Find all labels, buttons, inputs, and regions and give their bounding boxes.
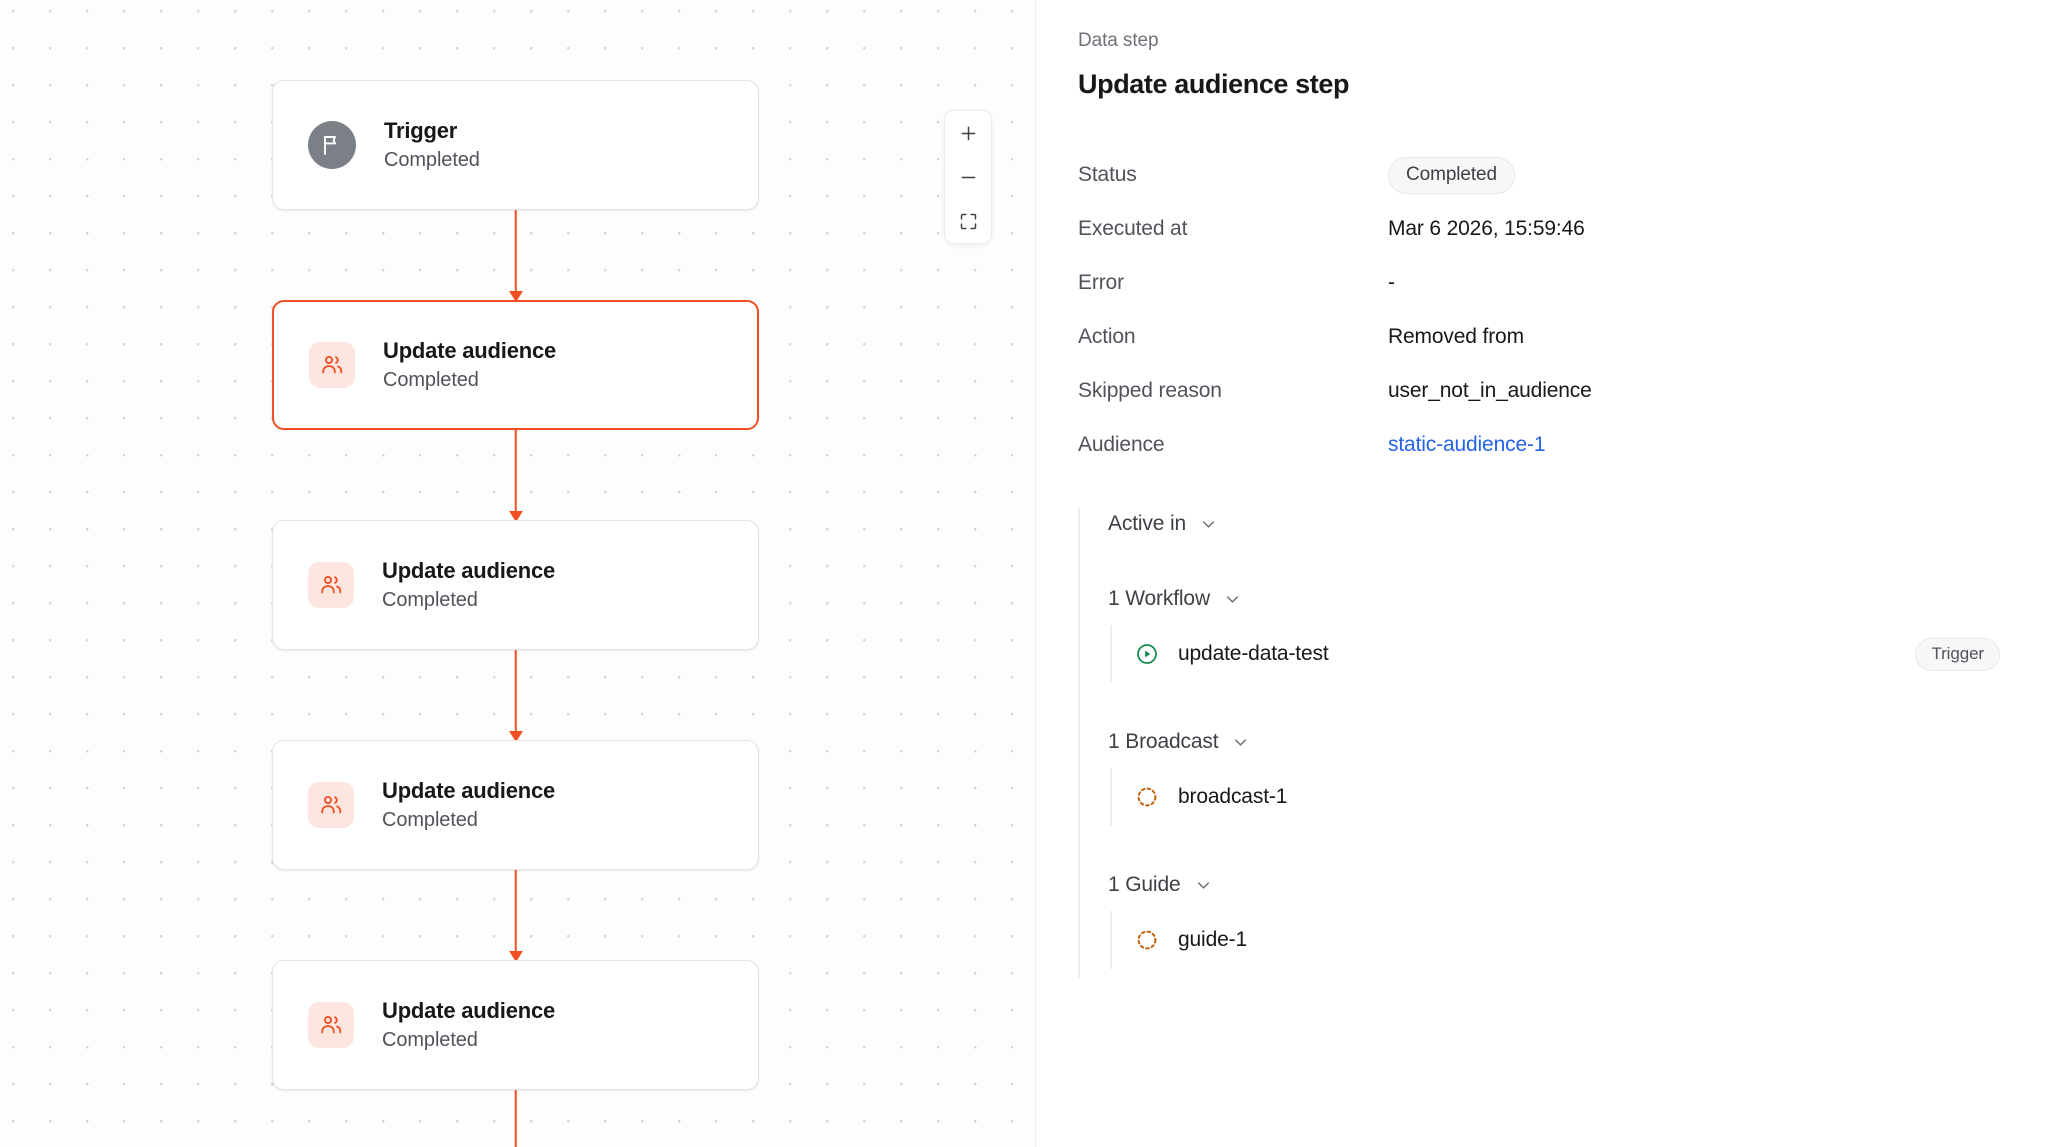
connector-arrow [508,291,523,302]
flow-node-title: Update audience [382,558,556,583]
flow-node-title: Update audience [382,778,556,803]
workflow-canvas[interactable]: Trigger Completed [0,0,1036,1147]
group-toggle-broadcast[interactable]: 1 Broadcast [1108,726,2000,758]
group-toggle-workflow[interactable]: 1 Workflow [1108,583,2000,615]
chevron-down-icon [1199,515,1218,534]
chevron-down-icon [1231,733,1250,752]
field-value: Removed from [1388,325,1524,348]
status-badge: Completed [1388,156,1515,194]
flow-node-update-audience-2[interactable]: Update audience Completed [272,520,759,650]
field-row-executed-at: Executed at Mar 6 2026, 15:59:46 [1078,202,2000,256]
flow-connector [272,870,759,962]
field-row-audience: Audience static-audience-1 [1078,418,2000,472]
step-fields: Status Completed Executed at Mar 6 2026,… [1078,148,2000,472]
active-in-group-guide: 1 Guide guide-1 [1108,869,2000,969]
fit-view-icon[interactable] [945,199,991,243]
field-label: Error [1078,271,1124,294]
connector-line [514,430,517,520]
chevron-down-icon [1194,876,1213,895]
list-item[interactable]: update-data-test Trigger [1110,625,2000,683]
canvas-zoom-controls[interactable] [944,110,992,244]
flow-connector [272,430,759,522]
panel-eyebrow: Data step [1078,30,1159,51]
flow-node-text: Trigger Completed [384,118,480,172]
field-row-status: Status Completed [1078,148,2000,202]
flow-node-title: Trigger [384,118,458,143]
active-in-toggle[interactable]: Active in [1108,508,2000,540]
field-value: user_not_in_audience [1388,379,1592,402]
connector-line [514,650,517,740]
users-icon [308,782,354,828]
group-label: 1 Workflow [1108,587,1210,610]
flow-node-status: Completed [382,1029,478,1051]
field-row-action: Action Removed from [1078,310,2000,364]
page-title: Update audience step [1078,69,1350,99]
active-in-section: Active in 1 Workflow [1078,508,2000,979]
entity-name: update-data-test [1178,642,1329,665]
field-label: Action [1078,325,1136,348]
group-label: 1 Broadcast [1108,730,1219,753]
field-value: Mar 6 2026, 15:59:46 [1388,217,1585,240]
field-label: Skipped reason [1078,379,1222,402]
field-label: Audience [1078,433,1165,456]
flow-node-status: Completed [382,809,478,831]
status-badge: Trigger [1915,637,2000,671]
list-item[interactable]: broadcast-1 [1110,768,2000,826]
active-in-label: Active in [1108,512,1187,535]
connector-line [514,870,517,960]
flow-node-text: Update audience Completed [382,778,555,832]
flow-node-title: Update audience [383,338,557,363]
flow-node-text: Update audience Completed [382,558,555,612]
group-label: 1 Guide [1108,873,1181,896]
flow-node-title: Update audience [382,998,556,1023]
users-icon [309,342,355,388]
field-row-skipped-reason: Skipped reason user_not_in_audience [1078,364,2000,418]
flow-node-status: Completed [382,589,478,611]
chevron-down-icon [1223,590,1242,609]
connector-arrow [508,951,523,962]
group-items: broadcast-1 [1108,768,2000,826]
flow-node-text: Update audience Completed [382,998,555,1052]
zoom-out-button[interactable] [945,155,991,199]
flow-node-update-audience-4[interactable]: Update audience Completed [272,960,759,1090]
list-item[interactable]: guide-1 [1110,911,2000,969]
active-in-group-workflow: 1 Workflow update-data-test [1108,583,2000,683]
flow-node-update-audience-1[interactable]: Update audience Completed [272,300,759,430]
field-value: - [1388,271,1395,294]
flow-graph: Trigger Completed [272,80,762,1147]
group-items: update-data-test Trigger [1108,625,2000,683]
flow-connector [272,650,759,742]
users-icon [308,1002,354,1048]
flow-node-trigger[interactable]: Trigger Completed [272,80,759,210]
connector-arrow [508,731,523,742]
connector-arrow [508,511,523,522]
flow-connector [272,210,759,302]
group-toggle-guide[interactable]: 1 Guide [1108,869,2000,901]
active-in-group-broadcast: 1 Broadcast broadcast-1 [1108,726,2000,826]
group-items: guide-1 [1108,911,2000,969]
dashed-circle-icon [1134,927,1160,953]
flag-icon [308,121,356,169]
step-detail-panel: Data step Update audience step Status Co… [1036,0,2048,1147]
field-label: Status [1078,163,1137,186]
flow-node-update-audience-3[interactable]: Update audience Completed [272,740,759,870]
entity-name: broadcast-1 [1178,785,1288,808]
play-circle-icon [1134,641,1160,667]
flow-connector [272,1090,759,1147]
connector-line [514,1090,517,1147]
flow-node-status: Completed [384,149,480,171]
field-row-error: Error - [1078,256,2000,310]
audience-link[interactable]: static-audience-1 [1388,433,1546,456]
zoom-in-button[interactable] [945,111,991,155]
entity-name: guide-1 [1178,928,1248,951]
field-label: Executed at [1078,217,1188,240]
flow-node-status: Completed [383,369,479,391]
flow-node-text: Update audience Completed [383,338,556,392]
dashed-circle-icon [1134,784,1160,810]
users-icon [308,562,354,608]
connector-line [514,210,517,300]
